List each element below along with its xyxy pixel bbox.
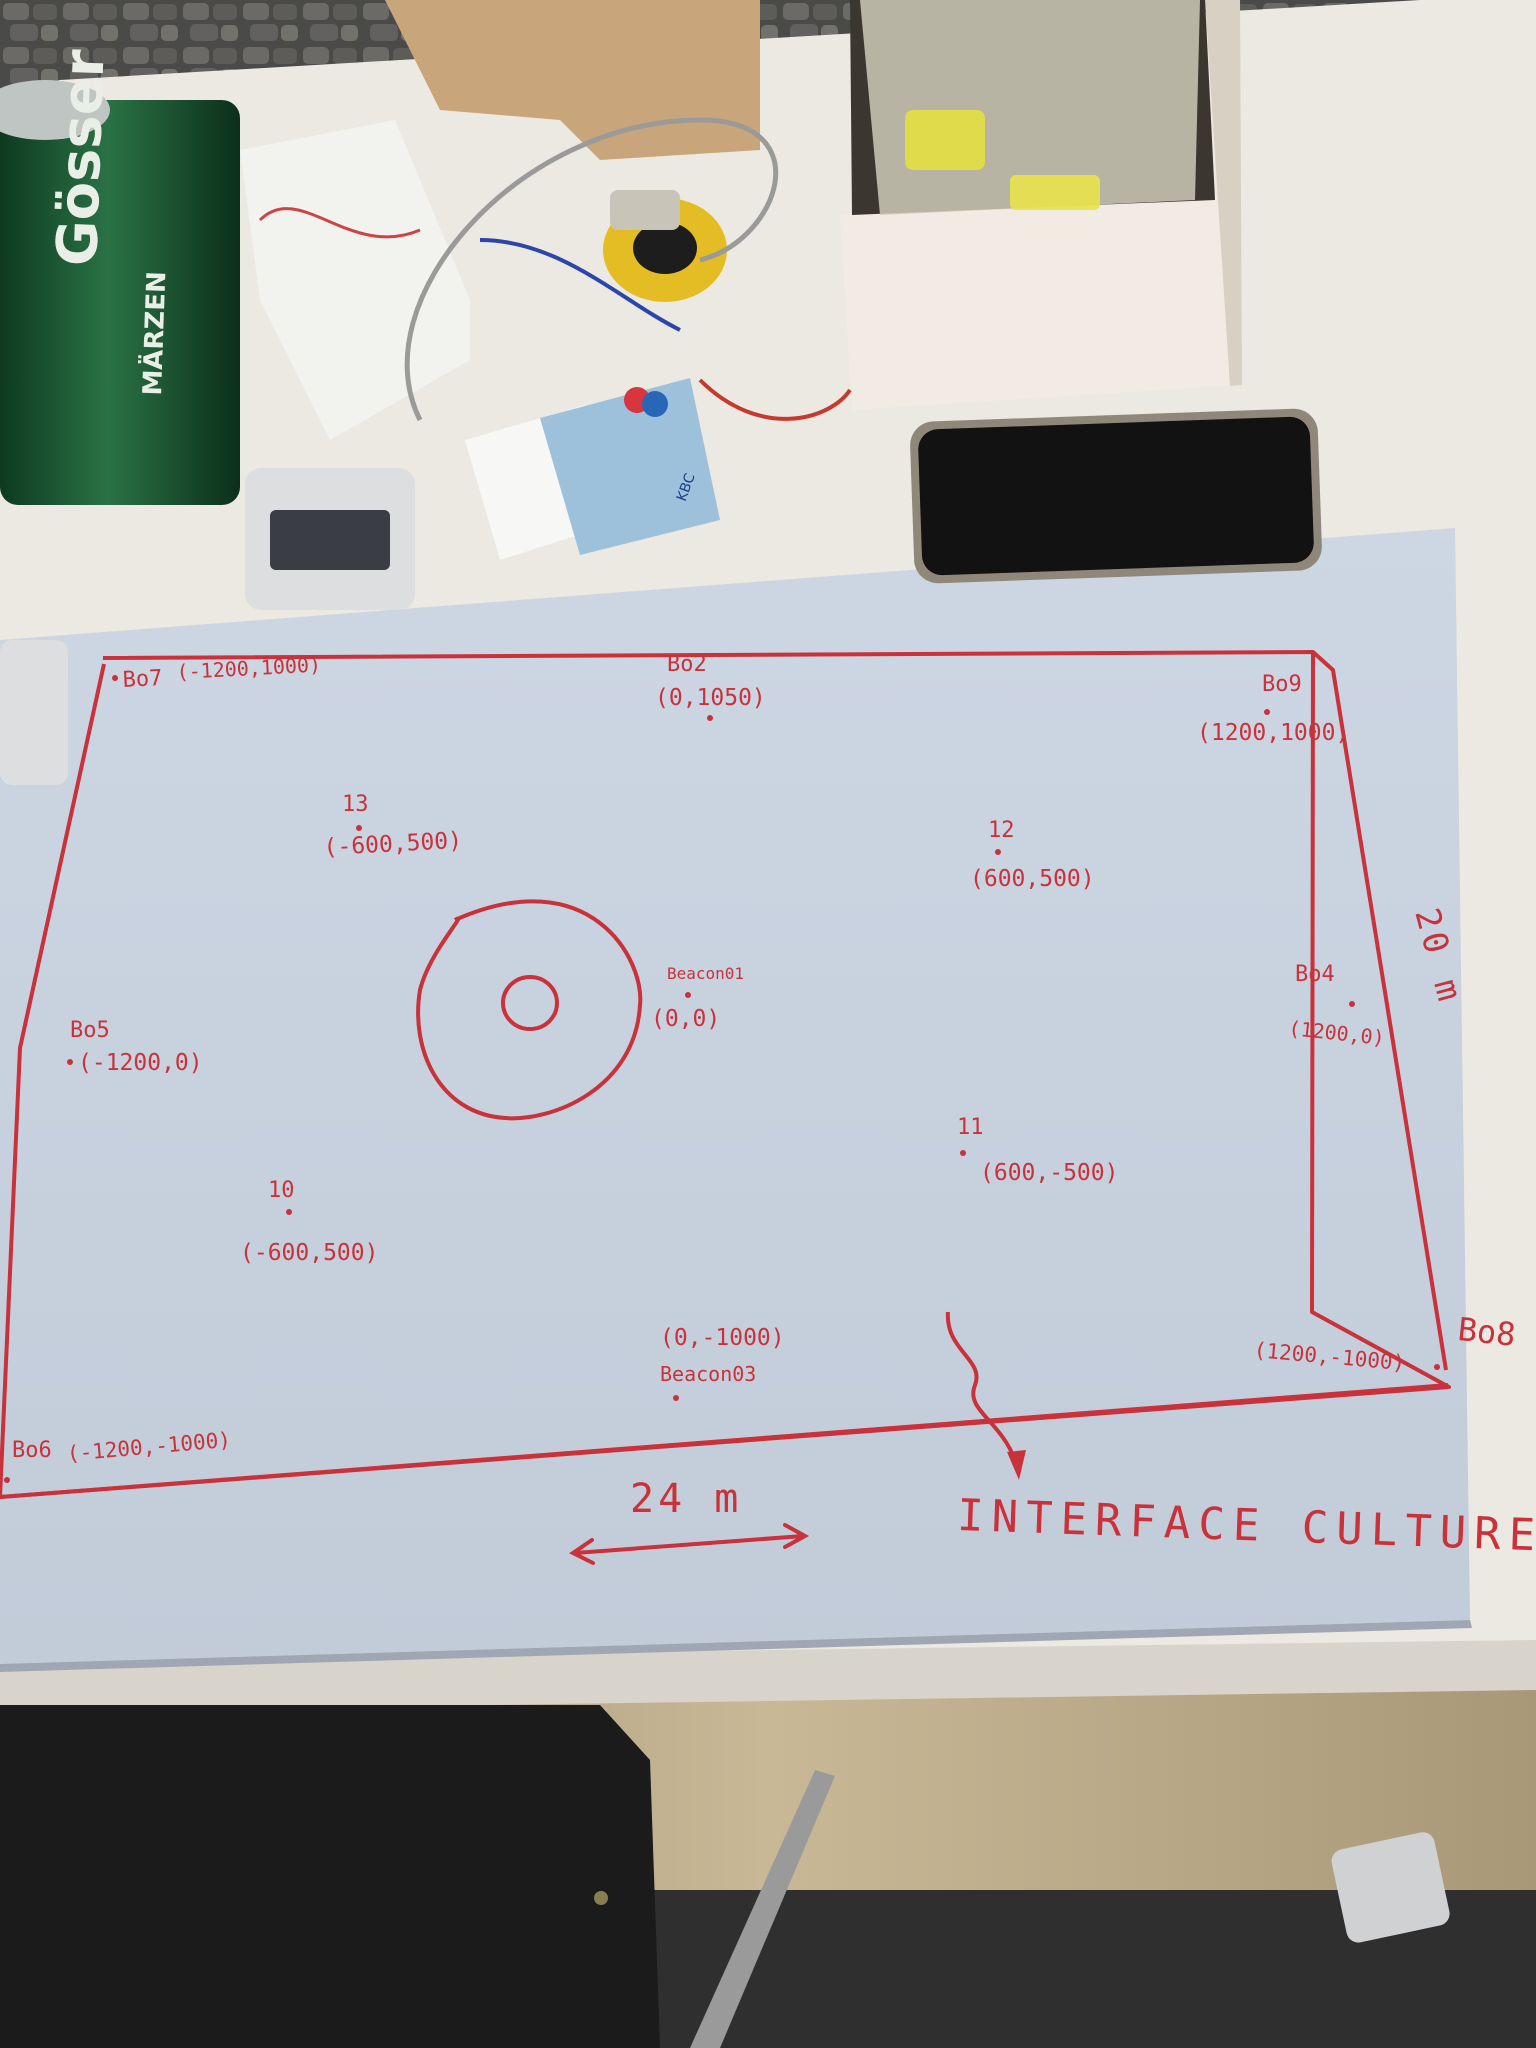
beacon-dot-beacon03 (673, 1395, 679, 1401)
can-brand-text: Gösser (45, 48, 118, 268)
beacon-coords-10: (-600,500) (240, 1240, 379, 1266)
yellow-part (905, 110, 985, 170)
tape-measure-hub (633, 222, 697, 274)
beacon-coords-beacon03: (0,-1000) (660, 1325, 785, 1351)
beacon-coords-bo2: (0,1050) (655, 685, 766, 711)
beacon-dot-13 (356, 825, 362, 831)
beacon-dot-bo8 (1434, 1364, 1440, 1370)
beer-can-top (0, 80, 110, 140)
yellow-part-2 (1010, 175, 1100, 210)
beacon-dot-11 (960, 1150, 966, 1156)
beacon-label-bo2: Bo2 (667, 652, 707, 677)
chair-leg (690, 1770, 835, 2048)
grey-cable (404, 117, 779, 422)
beacon-label-beacon03: Beacon03 (660, 1362, 757, 1386)
beer-can (0, 100, 240, 505)
beacon-coords-11: (600,-500) (980, 1160, 1119, 1186)
beacon-label-10: 10 (268, 1178, 295, 1203)
smartphone-screen (918, 416, 1314, 576)
beacon-dot-beacon01 (685, 992, 691, 998)
component-board (270, 510, 390, 570)
beacon-label-beacon01: Beacon01 (667, 964, 745, 983)
beacon-label-bo6: Bo6 (12, 1438, 52, 1463)
poster-frame-right (1311, 650, 1448, 1371)
beacon-label-13: 13 (342, 792, 369, 817)
beacon-label-bo8: Bo8 (1456, 1310, 1518, 1354)
poster-shadow (0, 1620, 1472, 1672)
bank-card (540, 378, 720, 555)
outer-circle (416, 899, 643, 1121)
poster-paper (0, 528, 1470, 1664)
beacon-dot-12 (995, 849, 1001, 855)
beacon-dot-bo6 (4, 1477, 10, 1483)
beacon-dot-bo4 (1349, 1001, 1355, 1007)
edge-case (0, 640, 68, 785)
squiggle-arrow (945, 1311, 1017, 1461)
card-logo-blue (642, 391, 668, 417)
beacon-coords-bo9: (1200,1000) (1197, 720, 1350, 746)
beacon-label-bo7: Bo7 (122, 665, 164, 693)
beacon-coords-beacon01: (0,0) (651, 1006, 721, 1032)
blue-wire (479, 238, 681, 332)
electronics-bag (240, 120, 470, 440)
squiggle-arrowhead (1007, 1450, 1026, 1480)
poster-frame-bottom (0, 1383, 1449, 1499)
beacon-dot-bo5 (67, 1059, 73, 1065)
width-arrow (569, 1523, 810, 1565)
floor-device (1331, 1832, 1450, 1943)
beacon-label-bo9: Bo9 (1262, 672, 1302, 697)
width-label: 24 m (630, 1476, 743, 1522)
beacon-dot-10 (286, 1209, 292, 1215)
inner-circle (501, 975, 559, 1031)
beacon-dot-bo2 (707, 715, 713, 721)
tape-measure-clip (610, 190, 680, 230)
can-sub-text: MÄRZEN (138, 270, 173, 397)
beacon-label-12: 12 (988, 818, 1015, 843)
beacon-dot-bo7 (112, 675, 118, 681)
beacon-label-bo5: Bo5 (70, 1018, 110, 1043)
red-wire (698, 378, 852, 421)
chair-back (0, 1705, 660, 2048)
beacon-coords-12: (600,500) (970, 866, 1095, 892)
cardboard-box-side (1205, 0, 1242, 386)
chair-screw (594, 1891, 608, 1905)
cardboard-box (840, 195, 1240, 410)
bag-wires (258, 207, 421, 239)
beacon-label-bo4: Bo4 (1295, 962, 1335, 987)
beacon-coords-bo5: (-1200,0) (78, 1050, 203, 1076)
beacon-label-11: 11 (957, 1115, 984, 1140)
beacon-dot-bo9 (1264, 709, 1270, 715)
